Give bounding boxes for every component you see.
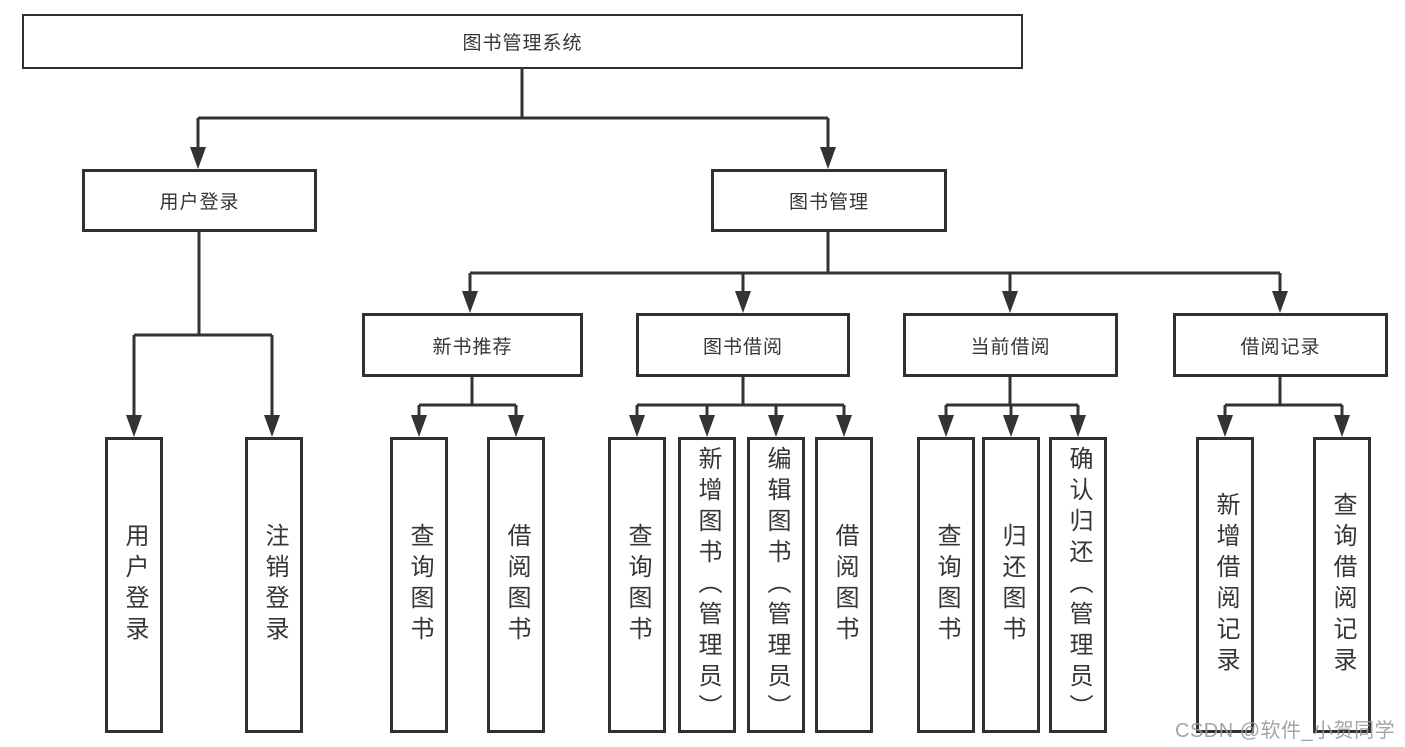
leaf-user-login-action: 用户登录 [105, 437, 163, 733]
node-new-books-label: 新书推荐 [432, 336, 513, 358]
leaf-records-add-label: 新增借阅记录 [1212, 492, 1239, 678]
leaf-logout-action: 注销登录 [245, 437, 303, 733]
leaf-records-query: 查询借阅记录 [1313, 437, 1371, 733]
leaf-current-confirm-admin-label: 确认归还（管理员） [1065, 445, 1092, 725]
leaf-newbooks-query-label: 查询图书 [406, 523, 433, 647]
leaf-newbooks-query: 查询图书 [390, 437, 448, 733]
leaf-user-login-action-label: 用户登录 [121, 523, 148, 647]
node-book-borrowing-label: 图书借阅 [702, 336, 783, 358]
leaf-borrowing-add-admin: 新增图书（管理员） [678, 437, 736, 733]
leaf-records-query-label: 查询借阅记录 [1329, 492, 1356, 678]
node-new-books: 新书推荐 [362, 313, 583, 377]
leaf-borrowing-query: 查询图书 [608, 437, 666, 733]
node-root-label: 图书管理系统 [462, 33, 583, 54]
leaf-current-confirm-admin: 确认归还（管理员） [1049, 437, 1107, 733]
connector-segments [132, 69, 1344, 418]
node-current-borrowing-label: 当前借阅 [970, 336, 1051, 358]
leaf-newbooks-borrow-label: 借阅图书 [503, 523, 530, 647]
leaf-borrowing-edit-admin-label: 编辑图书（管理员） [763, 445, 790, 725]
node-borrowing-records: 借阅记录 [1173, 313, 1388, 377]
leaf-records-add: 新增借阅记录 [1196, 437, 1254, 733]
node-user-login-label: 用户登录 [159, 192, 240, 213]
node-book-borrowing: 图书借阅 [636, 313, 850, 377]
node-borrowing-records-label: 借阅记录 [1240, 336, 1321, 358]
node-current-borrowing: 当前借阅 [903, 313, 1118, 377]
arrowheads [126, 147, 1350, 437]
leaf-borrowing-add-admin-label: 新增图书（管理员） [694, 445, 721, 725]
node-root: 图书管理系统 [22, 14, 1023, 69]
csdn-watermark: CSDN @软件_小贺同学 [1175, 720, 1396, 742]
node-book-management-label: 图书管理 [788, 192, 869, 213]
leaf-current-query-label: 查询图书 [933, 523, 960, 647]
node-book-management: 图书管理 [711, 169, 947, 232]
leaf-borrowing-edit-admin: 编辑图书（管理员） [747, 437, 805, 733]
leaf-borrowing-borrow: 借阅图书 [815, 437, 873, 733]
leaf-newbooks-borrow: 借阅图书 [487, 437, 545, 733]
leaf-logout-action-label: 注销登录 [261, 523, 288, 647]
node-user-login: 用户登录 [82, 169, 317, 232]
leaf-borrowing-borrow-label: 借阅图书 [831, 523, 858, 647]
leaf-current-query: 查询图书 [917, 437, 975, 733]
leaf-borrowing-query-label: 查询图书 [624, 523, 651, 647]
leaf-current-return: 归还图书 [982, 437, 1040, 733]
leaf-current-return-label: 归还图书 [998, 523, 1025, 647]
